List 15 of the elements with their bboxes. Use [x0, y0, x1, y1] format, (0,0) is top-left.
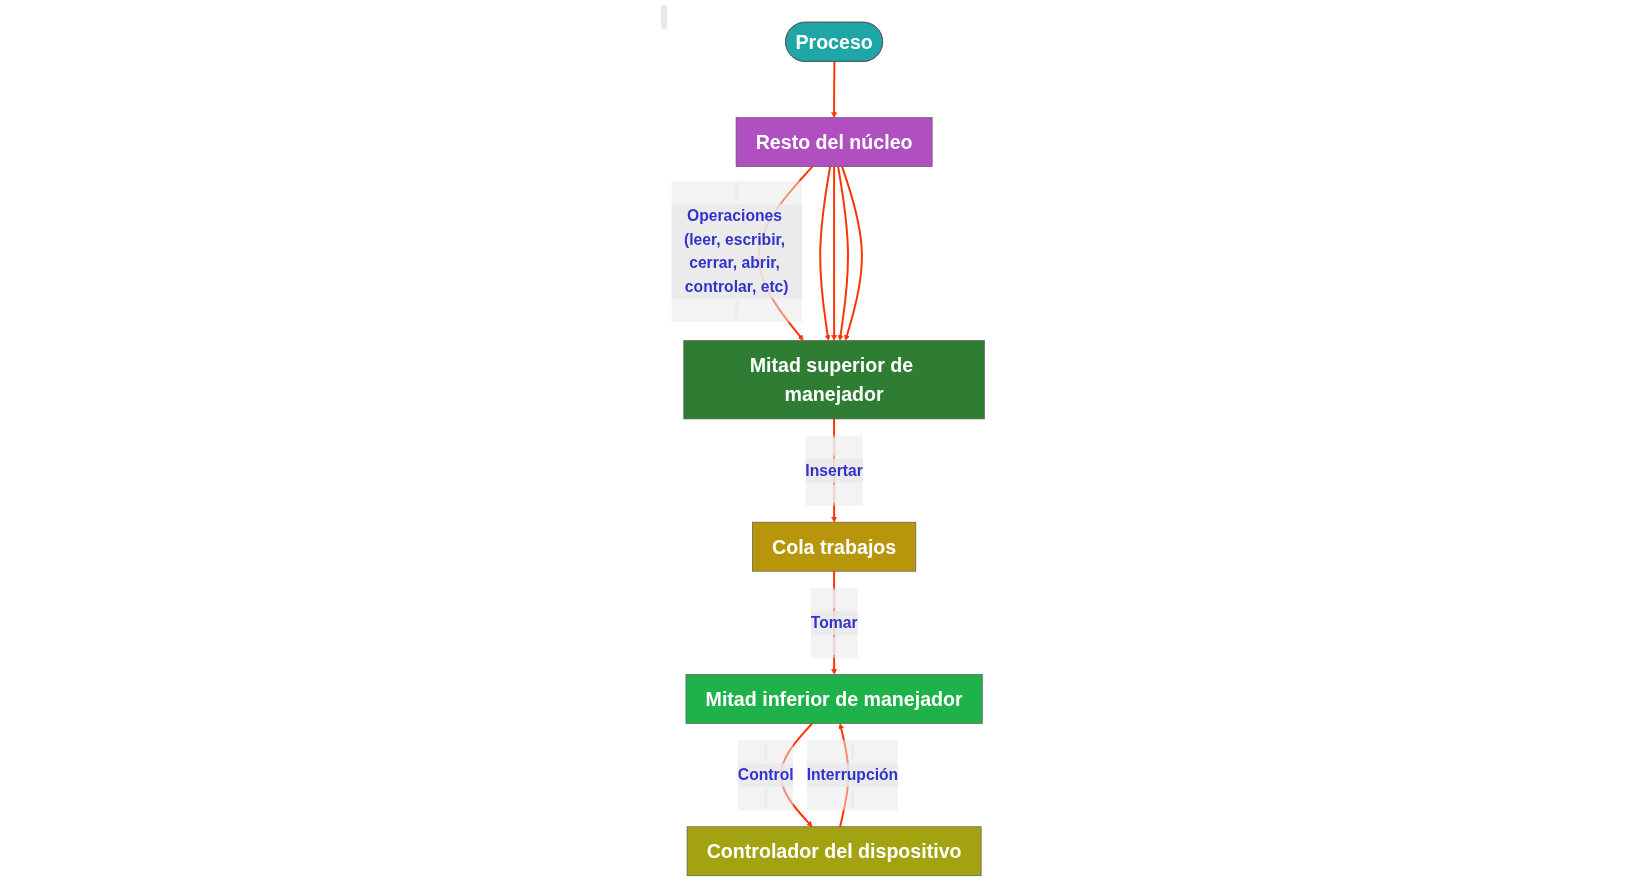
arrow	[831, 60, 837, 118]
node-box: Controlador del dispositivo	[686, 826, 982, 877]
node-box: Resto del núcleo	[735, 117, 933, 167]
edge-label: Insertar	[805, 461, 863, 480]
edge-label: Tomar	[810, 613, 858, 632]
edge-label: Operaciones (leer, escribir, cerrar, abrir, controlar, etc)	[683, 206, 789, 296]
node-box: Cola trabajos	[752, 521, 917, 572]
arrow	[831, 165, 837, 341]
arrow	[837, 165, 849, 341]
node-box: Mitad superior de manejador	[683, 340, 985, 420]
node-box: Mitad inferior de manejador	[685, 674, 983, 724]
arrow	[819, 165, 832, 341]
arrow	[841, 165, 863, 341]
edge-label: Interrupción	[806, 765, 899, 784]
edge-label: Control	[737, 765, 794, 784]
